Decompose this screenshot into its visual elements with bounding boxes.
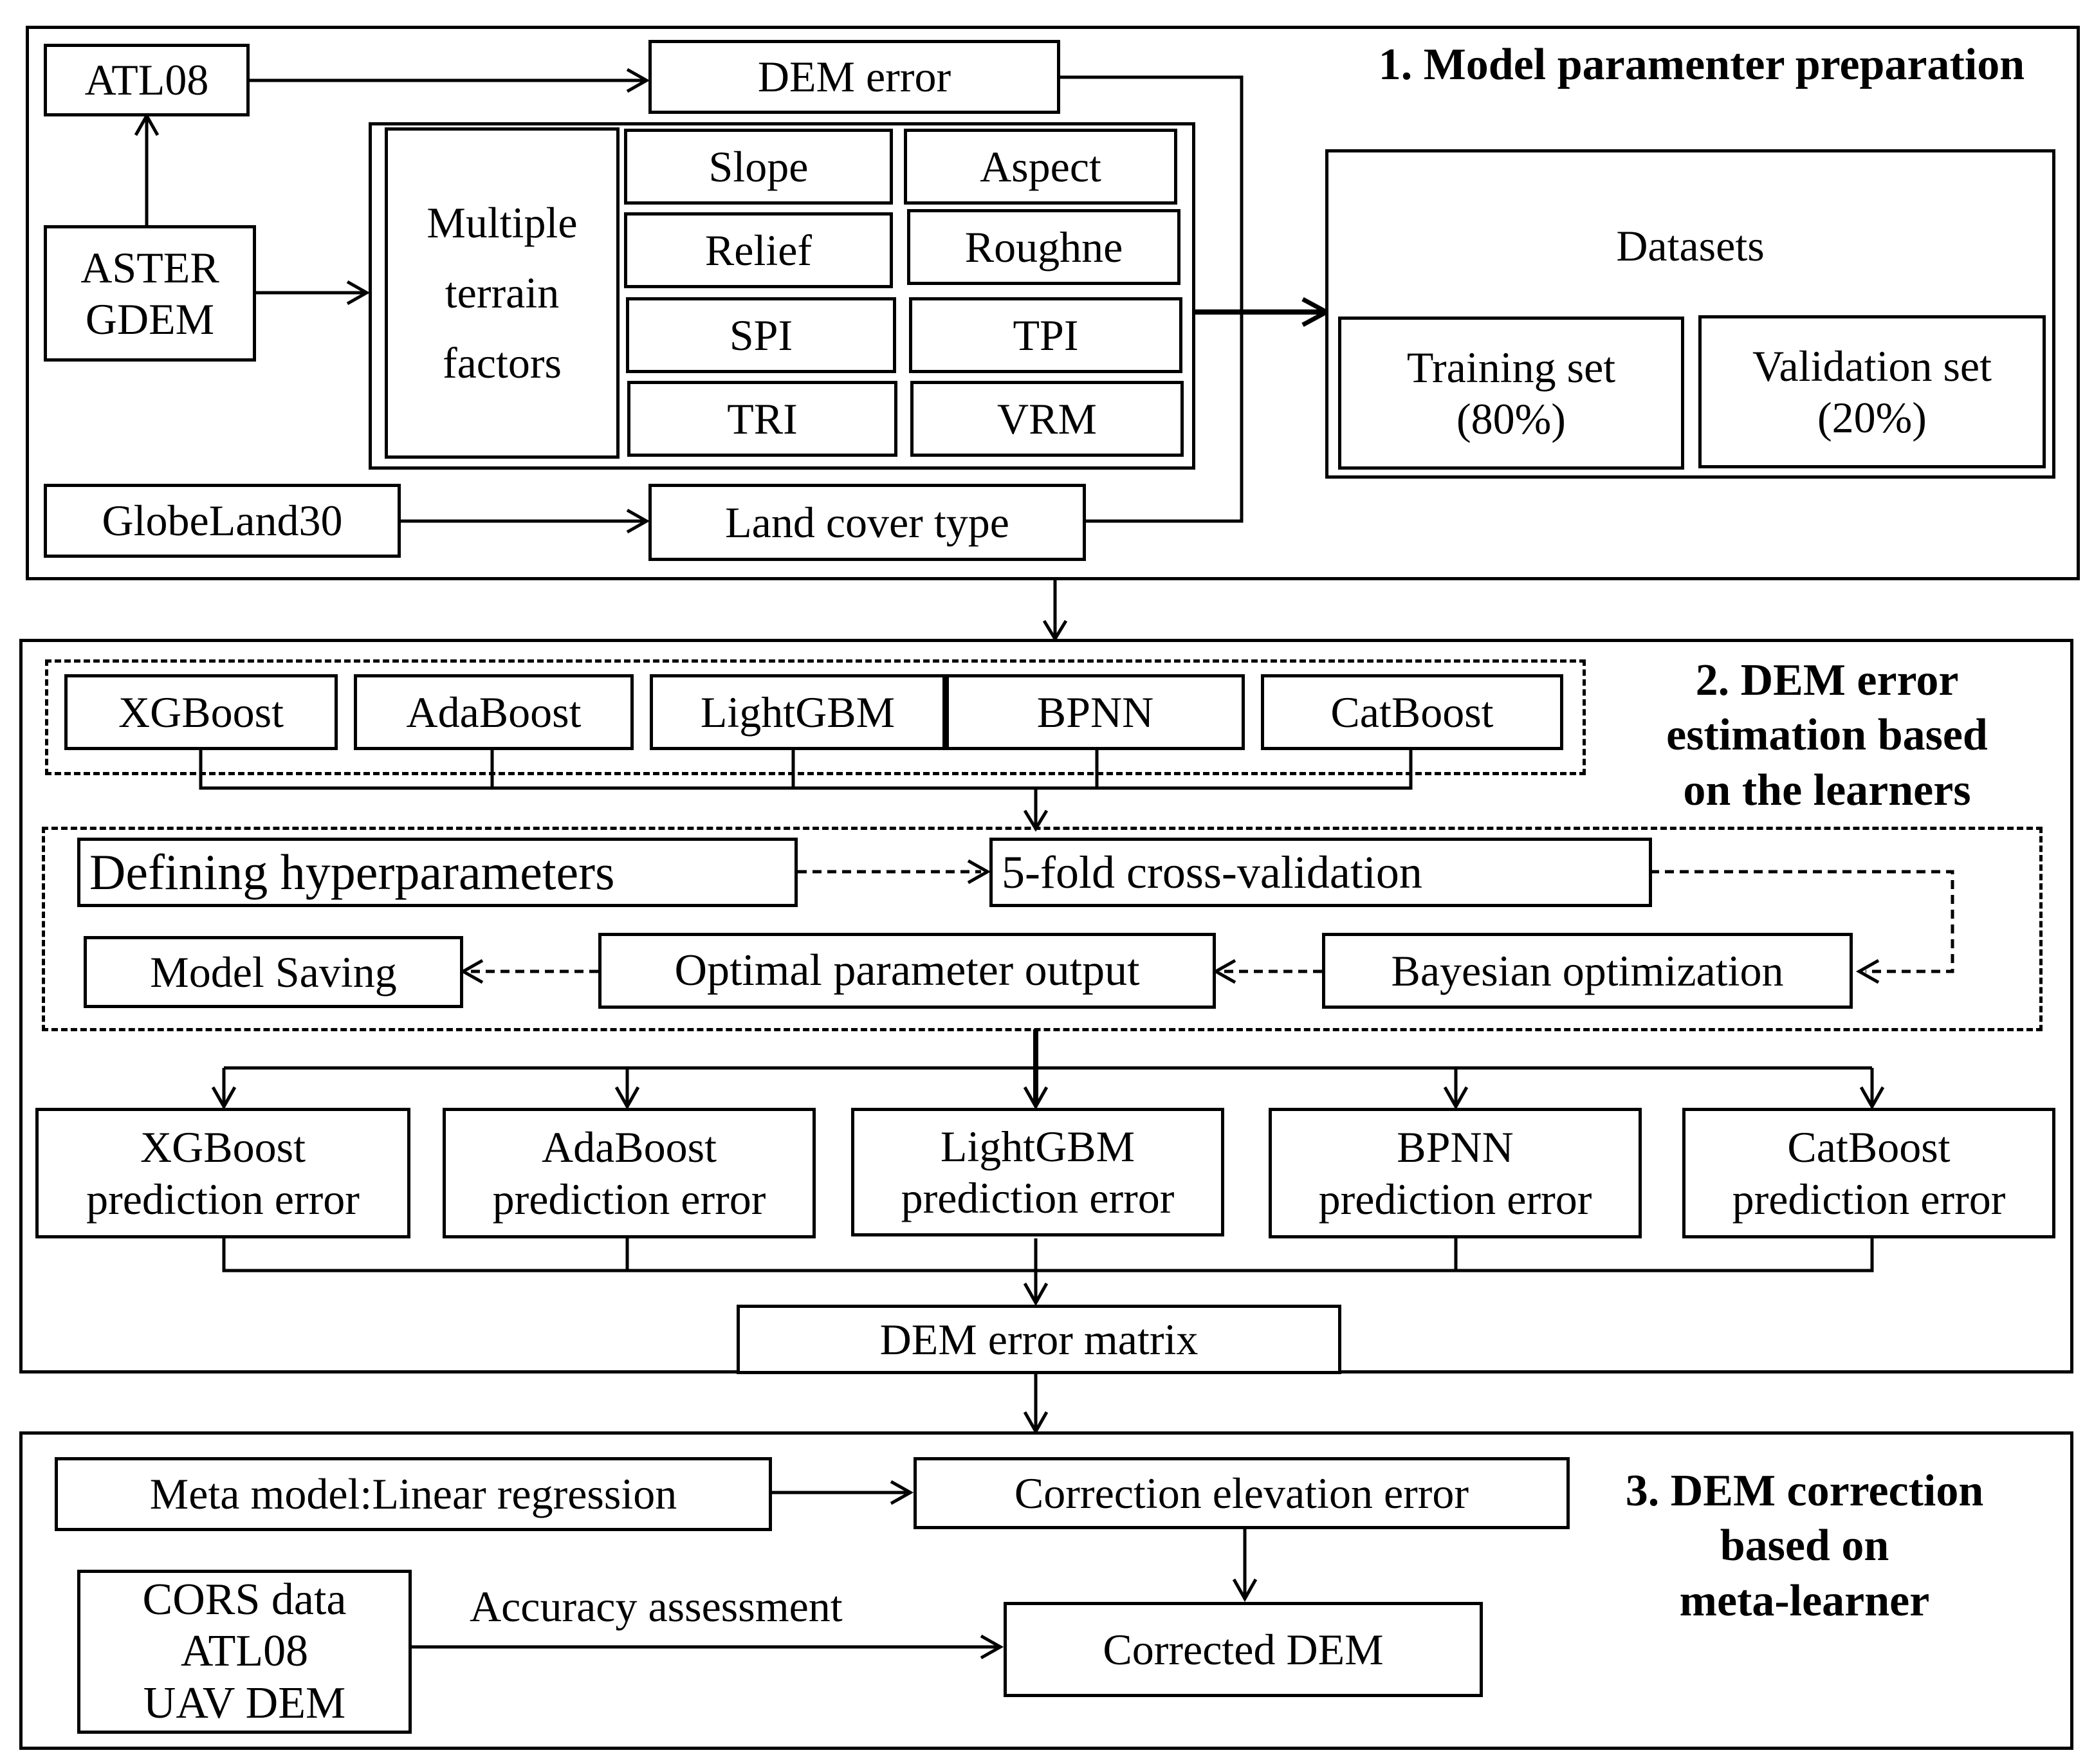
dem-error-matrix-node: DEM error matrix xyxy=(737,1305,1341,1374)
datasets-label: Datasets xyxy=(1616,221,1765,270)
meta-model-node: Meta model:Linear regression xyxy=(55,1457,772,1531)
cross-validation-node: 5-fold cross-validation xyxy=(989,838,1652,907)
arrowhead xyxy=(211,1086,237,1110)
atl08-node: ATL08 xyxy=(44,44,250,116)
factor-roughness: Roughne xyxy=(907,209,1180,285)
learner-xgboost: XGBoost xyxy=(64,674,338,750)
dem-error-node: DEM error xyxy=(648,40,1060,114)
arrowhead xyxy=(626,68,650,93)
factor-spi: SPI xyxy=(626,297,896,373)
factor-tri: TRI xyxy=(627,381,897,457)
learner-bracket xyxy=(199,749,1413,790)
arrowhead xyxy=(1212,959,1236,984)
arrowhead xyxy=(346,280,371,306)
learner-adaboost: AdaBoost xyxy=(354,674,634,750)
arrowhead xyxy=(1443,1086,1469,1110)
section-1-panel xyxy=(26,26,2080,580)
land-cover-type-node: Land cover type xyxy=(648,484,1086,561)
factor-slope: Slope xyxy=(624,129,893,205)
learners-group xyxy=(45,659,1586,775)
line-cv-to-bayes xyxy=(1650,870,1954,973)
prediction-xgboost: XGBoost prediction error xyxy=(35,1108,410,1238)
factor-tpi: TPI xyxy=(909,297,1182,373)
prediction-lightgbm: LightGBM prediction error xyxy=(851,1108,1224,1236)
arrowhead xyxy=(1859,1086,1885,1110)
section-3-title: 3. DEM correction based on meta-learner xyxy=(1625,1466,1984,1626)
learner-catboost: CatBoost xyxy=(1261,674,1563,750)
accuracy-assessment-label: Accuracy assessment xyxy=(470,1582,843,1631)
arrowhead xyxy=(1232,1578,1258,1603)
gather-bracket xyxy=(222,1238,1874,1272)
arrowhead xyxy=(980,1634,1004,1660)
correction-elevation-error-node: Correction elevation error xyxy=(914,1457,1570,1529)
factor-aspect: Aspect xyxy=(904,129,1177,205)
multiple-terrain-factors-node: Multiple terrain factors xyxy=(385,127,620,459)
arrowhead xyxy=(967,859,991,885)
defining-hyperparameters-node: Defining hyperparameters xyxy=(77,838,798,907)
arrowhead xyxy=(626,508,650,534)
validation-set-node: Validation set (20%) xyxy=(1698,315,2046,468)
model-saving-node: Model Saving xyxy=(84,936,463,1008)
line-dem-error-right xyxy=(1058,75,1244,523)
arrowhead xyxy=(890,1480,914,1505)
corrected-dem-node: Corrected DEM xyxy=(1004,1602,1483,1697)
reference-data-node: CORS data ATL08 UAV DEM xyxy=(77,1570,412,1734)
bayesian-optimization-node: Bayesian optimization xyxy=(1322,933,1853,1009)
aster-gdem-node: ASTER GDEM xyxy=(44,225,256,362)
arrowhead xyxy=(614,1086,640,1110)
training-set-node: Training set (80%) xyxy=(1338,317,1684,470)
prediction-adaboost: AdaBoost prediction error xyxy=(443,1108,816,1238)
learner-bpnn: BPNN xyxy=(946,674,1245,750)
prediction-catboost: CatBoost prediction error xyxy=(1682,1108,2055,1238)
arrowhead xyxy=(1023,1282,1049,1307)
arrowhead xyxy=(1855,959,1880,984)
section-2-title: 2. DEM error estimation based on the lea… xyxy=(1666,656,1988,815)
factor-relief: Relief xyxy=(624,212,893,288)
terrain-factors-group xyxy=(369,122,1195,470)
optimal-parameter-output-node: Optimal parameter output xyxy=(598,933,1216,1009)
hyperparameter-optimization-group xyxy=(42,827,2043,1031)
section-1-title: 1. Model paramenter preparation xyxy=(1378,40,2025,89)
learner-lightgbm: LightGBM xyxy=(650,674,946,750)
arrowhead xyxy=(1023,1086,1049,1110)
section-3-panel xyxy=(19,1431,2073,1750)
globeland30-node: GlobeLand30 xyxy=(44,484,401,558)
arrowhead xyxy=(459,959,484,984)
factor-vrm: VRM xyxy=(910,381,1184,457)
prediction-bpnn: BPNN prediction error xyxy=(1269,1108,1642,1238)
